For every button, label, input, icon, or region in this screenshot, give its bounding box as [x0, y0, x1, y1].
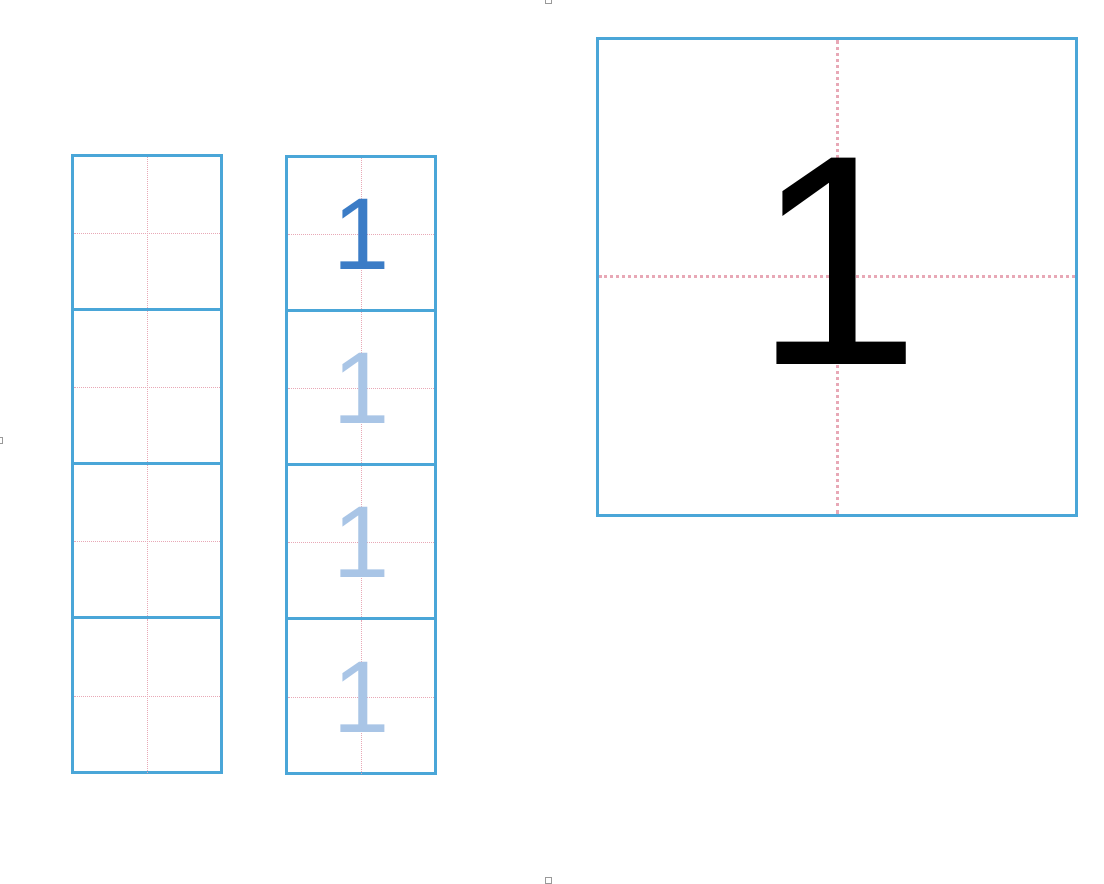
- horizontal-guide: [288, 387, 434, 389]
- blank-cell[interactable]: [74, 619, 220, 773]
- trace-cell[interactable]: 1: [288, 620, 434, 774]
- example-box[interactable]: 1: [596, 37, 1078, 517]
- trace-cell[interactable]: 1: [288, 312, 434, 466]
- blank-practice-column: [71, 154, 223, 774]
- trace-digit: 1: [332, 330, 390, 445]
- trace-cell[interactable]: 1: [288, 158, 434, 312]
- horizontal-guide: [288, 697, 434, 698]
- blank-cell[interactable]: [74, 157, 220, 311]
- trace-digit: 1: [332, 640, 390, 754]
- blank-cell[interactable]: [74, 465, 220, 619]
- selection-handle-icon[interactable]: [0, 437, 3, 444]
- horizontal-guide: [599, 275, 1075, 278]
- selection-handle-icon[interactable]: [545, 0, 552, 4]
- horizontal-guide: [288, 541, 434, 543]
- cell-text: [74, 157, 220, 308]
- trace-digit: 1: [332, 484, 390, 599]
- cell-text: [74, 311, 220, 462]
- horizontal-guide: [74, 696, 220, 697]
- horizontal-guide: [288, 233, 434, 235]
- selection-handle-icon[interactable]: [545, 877, 552, 884]
- trace-practice-column: 1 1 1 1: [285, 155, 437, 775]
- cell-text: [74, 465, 220, 616]
- example-digit: 1: [753, 92, 921, 428]
- model-digit: 1: [332, 176, 390, 291]
- cell-text: [74, 619, 220, 773]
- horizontal-guide: [74, 540, 220, 542]
- horizontal-guide: [74, 232, 220, 234]
- trace-cell[interactable]: 1: [288, 466, 434, 620]
- blank-cell[interactable]: [74, 311, 220, 465]
- horizontal-guide: [74, 386, 220, 388]
